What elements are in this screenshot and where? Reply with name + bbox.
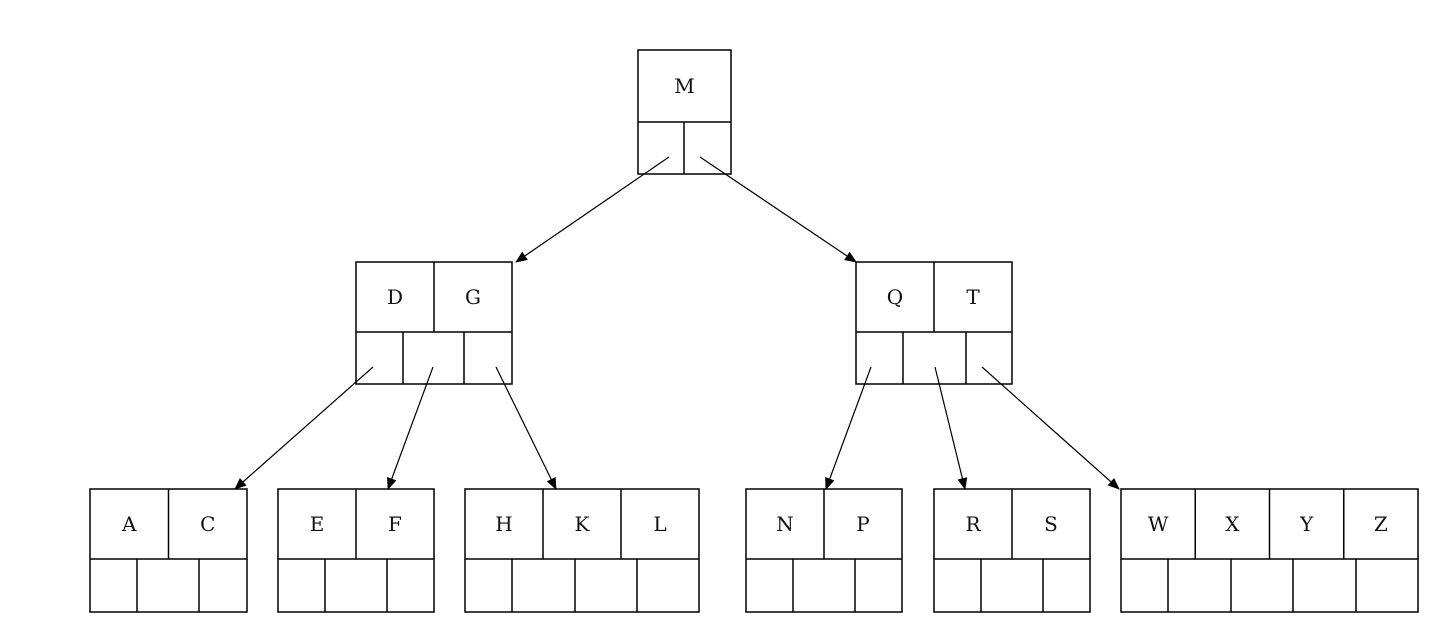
key-label: G (465, 285, 481, 309)
key-label: L (653, 512, 666, 536)
key-label: A (121, 512, 137, 536)
key-label: Y (1299, 512, 1314, 536)
key-label: M (674, 74, 694, 98)
key-label: D (387, 285, 403, 309)
key-label: T (966, 285, 980, 309)
key-label: Z (1374, 512, 1388, 536)
edge-root-to-dg (515, 156, 670, 263)
edge-dg-to-hkl (495, 366, 557, 490)
key-label: C (200, 512, 215, 536)
key-label: N (776, 512, 794, 536)
key-label: W (1148, 512, 1169, 536)
key-label: F (388, 512, 402, 536)
edge-qt-to-np (825, 366, 872, 490)
key-label: P (856, 512, 869, 536)
node-border (464, 488, 700, 613)
edges-layer (234, 156, 1120, 490)
edge-root-to-qt (699, 156, 857, 263)
edge-qt-to-wxyz (981, 366, 1120, 490)
edge-qt-to-rs (934, 366, 968, 490)
key-label: X (1225, 512, 1240, 536)
btree-node-root: M (637, 49, 732, 175)
key-label: H (495, 512, 512, 536)
key-label: S (1044, 512, 1058, 536)
btree-node-wxyz: W X Y Z (1120, 488, 1419, 613)
key-label: R (965, 512, 981, 536)
key-label: Q (887, 285, 903, 309)
edge-dg-to-ac (234, 366, 374, 490)
edge-dg-to-ef (387, 366, 434, 490)
key-label: K (575, 512, 591, 536)
key-label: E (310, 512, 325, 536)
